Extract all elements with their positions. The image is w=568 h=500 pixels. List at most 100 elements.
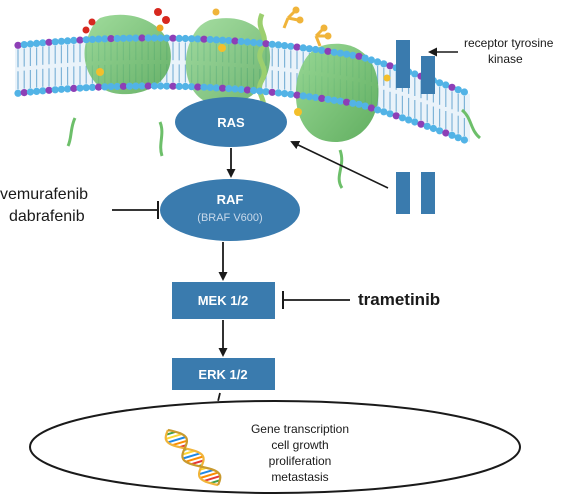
lipid-head [206,35,214,44]
lipid-head [349,51,357,59]
lipid-head [113,82,121,91]
lipid-head [374,106,382,114]
lipid-head [417,120,425,128]
lipid-head [70,36,78,45]
lipid-head [380,108,388,116]
vemurafenib-label: vemurafenib [0,186,88,203]
lipid-head [299,92,307,100]
nucleus-line-3: proliferation [269,454,332,468]
lipid-head [157,34,165,42]
protein-strand-far-right [460,108,482,140]
protein-coil [256,12,267,113]
lipid-head [132,82,140,90]
inhibitors: vemurafenib dabrafenib trametinib [0,186,440,309]
lipid-head [330,96,338,104]
lipid-head [194,35,202,43]
ras-label: RAS [217,115,245,130]
lipid-head [188,83,196,91]
lipid-head [386,62,394,70]
protein-strand-right [337,149,344,189]
lipid-head [20,89,28,97]
lipid-head [175,34,183,43]
nucleus-line-4: metastasis [271,470,328,484]
dna-base-pair [165,433,183,440]
lipid-head [429,124,437,133]
lipid-head [281,42,289,50]
lipid-head [51,38,59,46]
lipid-head [194,83,202,91]
receptor-label-line1: receptor tyrosine [464,36,554,50]
pathway-nodes: RAS RAF (BRAF V600) MEK 1/2 ERK 1/2 [160,97,300,390]
lipid-head [76,84,84,92]
lipid-head [312,93,320,102]
lipid-head [442,129,450,137]
receptor-label-line2: kinase [488,52,523,66]
receptor-to-ras-arrow [290,140,389,189]
lipid-head [454,134,462,142]
lipid-head [405,116,413,124]
lipid-head [64,85,72,93]
lipid-head [175,82,183,90]
lipid-head [436,127,444,135]
lipid-head [324,47,332,55]
nucleus-outline [29,400,521,494]
dna-helix-icon [164,428,222,487]
lipid-head [448,83,456,91]
lipid-head [274,41,282,49]
lipid-head [45,86,53,94]
lipid-head [144,82,152,90]
lipid-head [343,98,351,106]
lipid-head [206,83,214,92]
lipid-head [367,56,375,64]
cell-membrane [14,6,482,189]
lipid-head [262,40,270,48]
dna-base-pair [182,449,195,456]
lipid-head [33,39,41,48]
lipid-head [163,82,171,90]
dna-strand [167,428,222,486]
lipid-head [374,58,382,66]
lipid-head [119,82,127,90]
lipid-head [268,88,276,96]
receptor-bar-upper-left [396,40,410,88]
nucleus-line-1: Gene transcription [251,422,349,436]
lipid-head [219,84,227,92]
ras-node [175,97,287,147]
lipid-head [274,89,282,97]
lipid-head [33,87,41,95]
lipid-head [181,34,189,43]
receptor-bar-lower-right [421,172,435,214]
lipid-head [150,82,158,90]
protein-strand-left [66,117,77,147]
trametinib-label: trametinib [358,290,440,309]
lipid-head [82,36,90,44]
lipid-head [250,38,258,47]
lipid-heads [14,34,468,144]
lipid-head [70,84,78,92]
lipid-head [200,35,208,43]
lipid-head [212,84,220,92]
lipid-head [26,40,34,48]
lipid-head [343,50,351,58]
dabrafenib-label: dabrafenib [9,208,85,225]
nucleus-line-2: cell growth [271,438,328,452]
dna-base-pair [199,471,219,479]
lipid-head [392,112,400,120]
lipid-head [138,82,146,90]
lipid-head [138,34,146,42]
lipid-head [336,97,344,105]
nucleus: Gene transcription cell growth prolifera… [29,400,521,494]
lipid-head [287,42,295,50]
lipid-head [305,45,313,53]
lipid-head [225,85,233,93]
lipid-head [256,87,264,95]
lipid-head [411,118,419,126]
lipid-head [330,48,338,56]
lipid-head [225,37,233,45]
lipid-head [150,34,158,42]
lipid-head [51,86,59,94]
lipid-head [76,36,84,44]
lipid-head [163,34,171,42]
lipid-head [119,34,127,42]
